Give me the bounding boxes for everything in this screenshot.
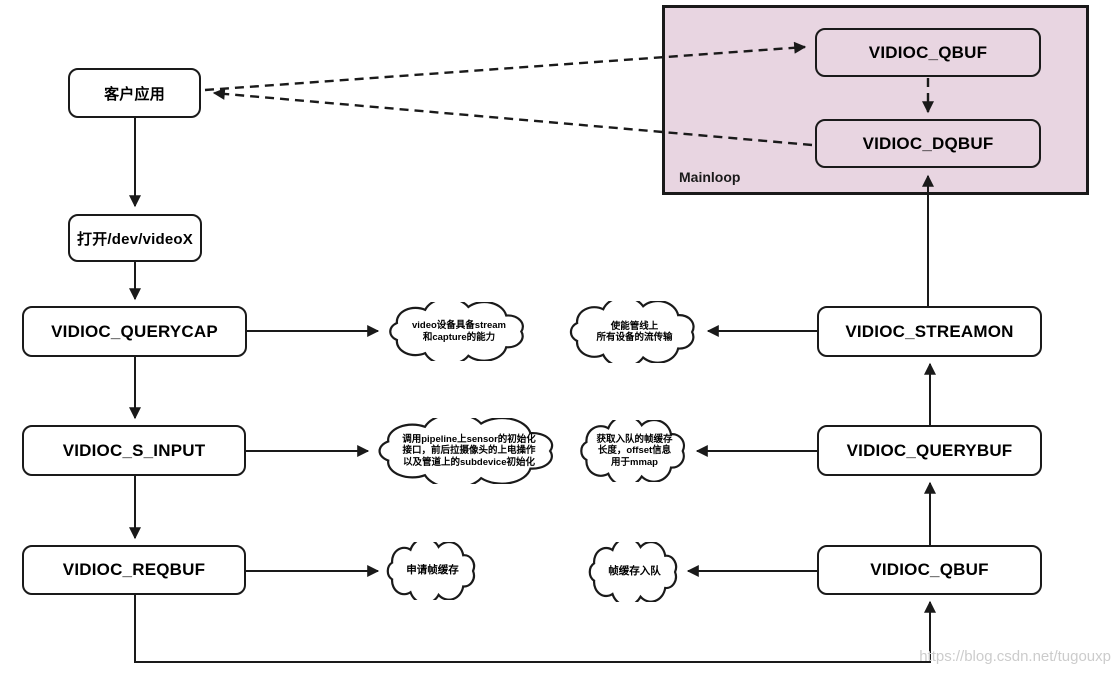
- node-mainloop-vidioc-dqbuf: VIDIOC_DQBUF: [815, 119, 1041, 168]
- node-vidioc-reqbuf-label: VIDIOC_REQBUF: [62, 560, 206, 579]
- node-open-dev-videox: 打开/dev/videoX: [68, 214, 202, 262]
- node-vidioc-s-input-label: VIDIOC_S_INPUT: [62, 440, 206, 460]
- cloud-querybuf-note: 获取入队的帧缓存 长度，offset信息 用于mmap: [578, 420, 691, 482]
- node-vidioc-querybuf: VIDIOC_QUERYBUF: [817, 425, 1042, 476]
- node-vidioc-querycap-label: VIDIOC_QUERYCAP: [51, 321, 218, 341]
- cloud-qbuf-note-text: 帧缓存入队: [608, 565, 661, 578]
- node-client-app-label: 客户应用: [104, 85, 165, 103]
- node-client-app: 客户应用: [68, 68, 201, 118]
- node-vidioc-s-input: VIDIOC_S_INPUT: [22, 425, 246, 476]
- cloud-qbuf-note: 帧缓存入队: [587, 542, 682, 602]
- cloud-streamon-note: 使能管线上 所有设备的流传输: [567, 301, 702, 363]
- node-vidioc-streamon-label: VIDIOC_STREAMON: [845, 321, 1014, 341]
- node-mainloop-vidioc-dqbuf-label: VIDIOC_DQBUF: [862, 133, 994, 153]
- cloud-reqbuf-note: 申请帧缓存: [385, 542, 480, 600]
- node-mainloop-vidioc-qbuf-label: VIDIOC_QBUF: [868, 42, 988, 62]
- mainloop-label: Mainloop: [679, 169, 741, 185]
- csdn-watermark: https://blog.csdn.net/tugouxp: [919, 648, 1111, 665]
- node-vidioc-reqbuf: VIDIOC_REQBUF: [22, 545, 246, 595]
- cloud-s-input-note: 调用pipeline上sensor的初始化 接口，前后拉摄像头的上电操作 以及管…: [374, 418, 564, 484]
- node-vidioc-streamon: VIDIOC_STREAMON: [817, 306, 1042, 357]
- cloud-querycap-note: video设备具备stream 和capture的能力: [386, 302, 532, 361]
- node-vidioc-qbuf: VIDIOC_QBUF: [817, 545, 1042, 595]
- node-open-dev-videox-label: 打开/dev/videoX: [77, 230, 193, 248]
- cloud-querybuf-note-text: 获取入队的帧缓存 长度，offset信息 用于mmap: [596, 433, 673, 468]
- node-vidioc-qbuf-label: VIDIOC_QBUF: [870, 560, 989, 579]
- node-mainloop-vidioc-qbuf: VIDIOC_QBUF: [815, 28, 1041, 77]
- cloud-querycap-note-text: video设备具备stream 和capture的能力: [412, 320, 506, 343]
- node-vidioc-querybuf-label: VIDIOC_QUERYBUF: [846, 440, 1013, 460]
- cloud-streamon-note-text: 使能管线上 所有设备的流传输: [596, 320, 673, 344]
- cloud-s-input-note-text: 调用pipeline上sensor的初始化 接口，前后拉摄像头的上电操作 以及管…: [402, 433, 536, 468]
- cloud-reqbuf-note-text: 申请帧缓存: [406, 564, 459, 577]
- node-vidioc-querycap: VIDIOC_QUERYCAP: [22, 306, 247, 357]
